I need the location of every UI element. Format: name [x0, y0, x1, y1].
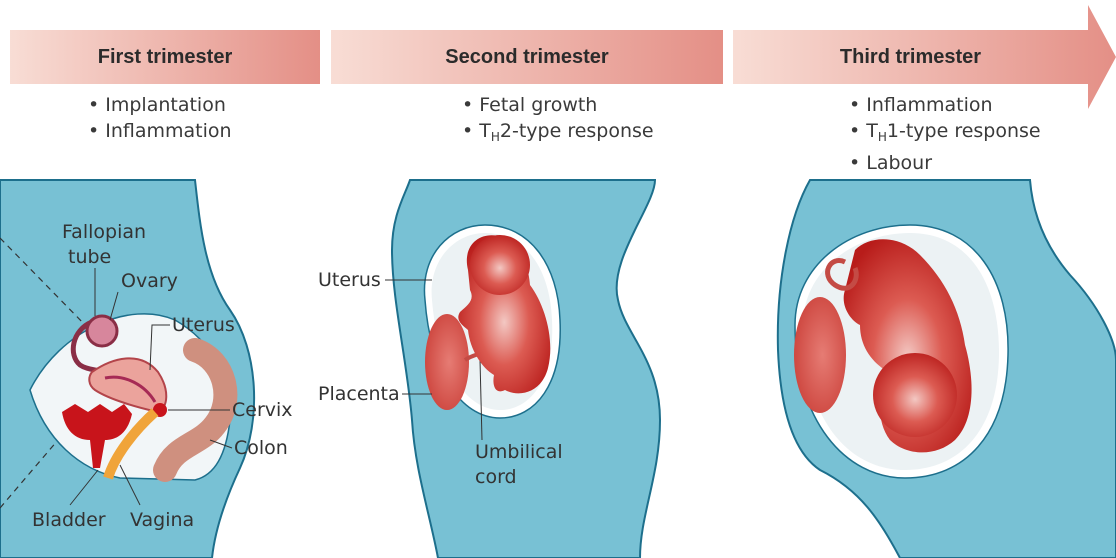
- first-trimester-title: First trimester: [10, 30, 320, 84]
- label-vagina: Vagina: [130, 508, 194, 532]
- event-th2-response: TH2-type response: [462, 118, 654, 150]
- event-th1-response: TH1-type response: [849, 118, 1041, 150]
- label-cord: cord: [475, 465, 517, 489]
- label-cervix: Cervix: [232, 398, 293, 422]
- event-labour: Labour: [849, 150, 1041, 176]
- th2-subscript: H: [491, 130, 500, 144]
- second-trimester-title: Second trimester: [331, 30, 723, 84]
- label-bladder: Bladder: [32, 508, 106, 532]
- event-implantation: Implantation: [88, 92, 232, 118]
- label-uterus-first: Uterus: [172, 313, 235, 337]
- third-trimester-events: Inflammation TH1-type response Labour: [849, 92, 1041, 176]
- label-umbilical: Umbilical: [475, 440, 563, 464]
- event-inflammation: Inflammation: [88, 118, 232, 144]
- th1-subscript: H: [878, 130, 887, 144]
- event-fetal-growth: Fetal growth: [462, 92, 654, 118]
- label-placenta: Placenta: [318, 382, 400, 406]
- label-uterus-second: Uterus: [318, 268, 381, 292]
- label-colon: Colon: [234, 436, 288, 460]
- th1-suffix: 1-type response: [887, 120, 1041, 142]
- third-trimester-title: Third trimester: [733, 30, 1088, 84]
- th2-suffix: 2-type response: [500, 120, 654, 142]
- event-inflammation-third: Inflammation: [849, 92, 1041, 118]
- first-trimester-events: Implantation Inflammation: [88, 92, 232, 144]
- label-ovary: Ovary: [121, 269, 178, 293]
- th1-prefix: T: [866, 120, 878, 142]
- th2-prefix: T: [479, 120, 491, 142]
- label-fallopian: Fallopian: [62, 220, 146, 244]
- label-tube: tube: [68, 245, 111, 269]
- second-trimester-events: Fetal growth TH2-type response: [462, 92, 654, 150]
- second-trimester-body: [385, 180, 660, 558]
- third-trimester-body: [778, 180, 1116, 558]
